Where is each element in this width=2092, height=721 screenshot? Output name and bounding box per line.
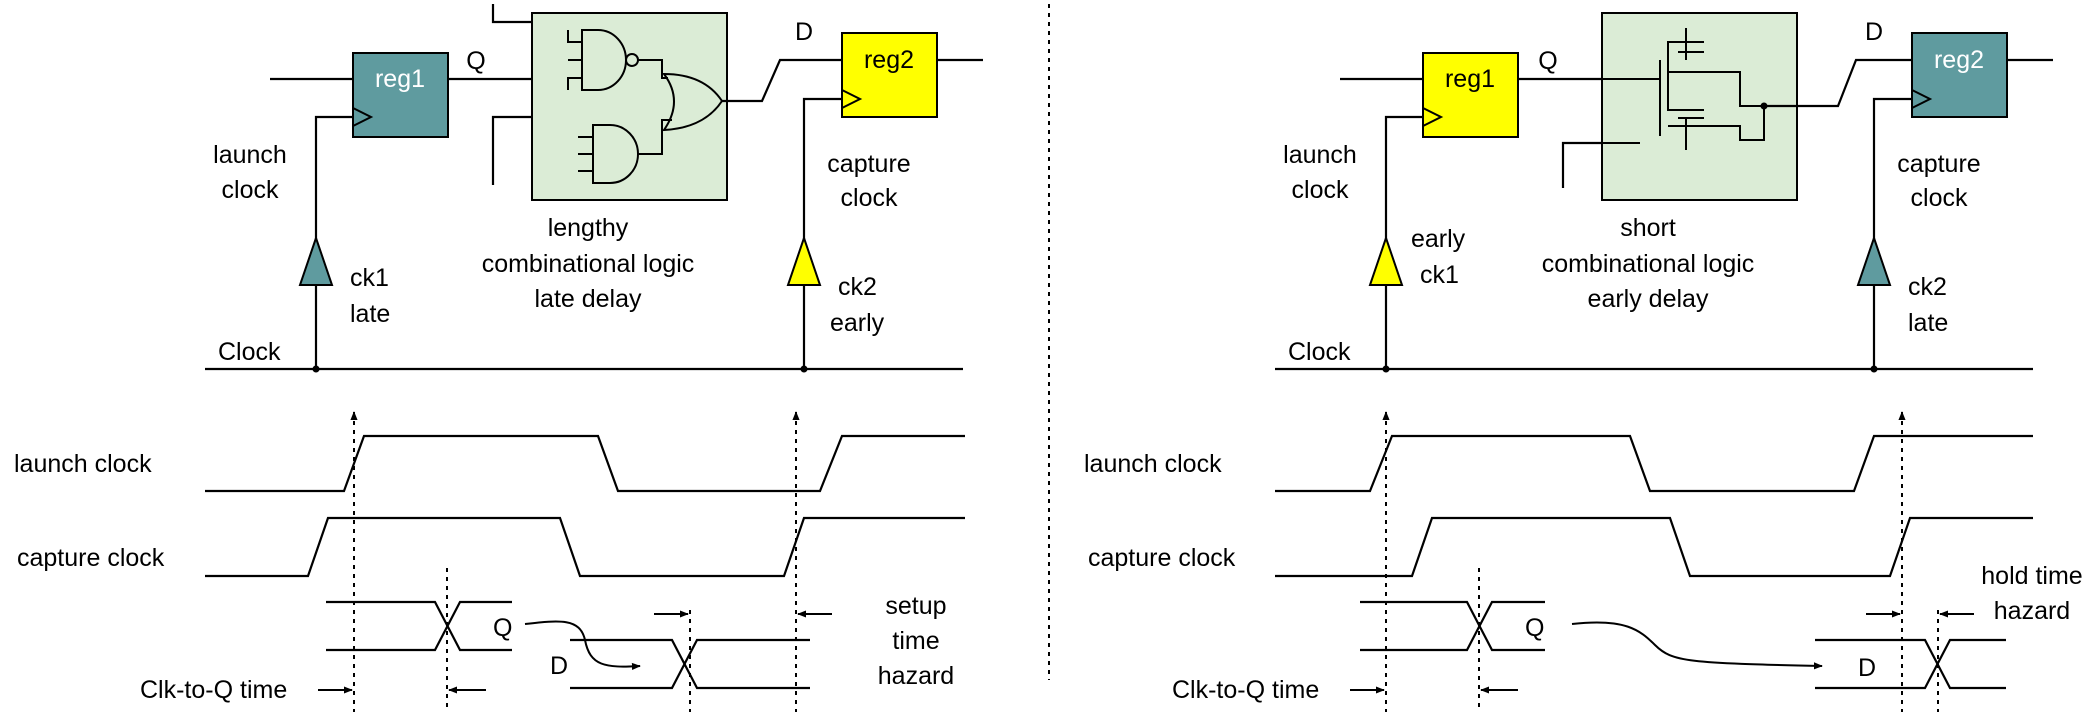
ck2-label: ck2: [838, 273, 877, 301]
ck2-buffer-icon-right: [1856, 234, 1892, 286]
clk-to-q-label: Clk-to-Q time: [140, 676, 287, 704]
logic-label-2: combinational logic: [482, 250, 695, 278]
transistor-network-icon: [1602, 28, 1765, 150]
ck1-early-label-right: early: [1411, 225, 1466, 253]
ck1-buffer-icon: [298, 234, 334, 286]
reg1-label-right: reg1: [1445, 65, 1495, 93]
launch-clock-label-2: clock: [222, 176, 279, 204]
logic-label-1: lengthy: [548, 214, 629, 242]
reg2-clock-pin-icon: [841, 89, 863, 109]
logic-label-3-right: early delay: [1588, 285, 1709, 313]
clock-label: Clock: [218, 338, 281, 366]
reg2-label: reg2: [864, 46, 914, 74]
logic-input-stub-right: [1561, 141, 1602, 188]
d-label-right: D: [1865, 18, 1883, 46]
setup-hazard-label-1: setup: [885, 592, 946, 620]
logic-label-2-right: combinational logic: [1542, 250, 1755, 278]
ck2-early-label: early: [830, 309, 885, 337]
wave-d-label: D: [550, 652, 568, 680]
logic-block: [531, 12, 728, 201]
q-label-right: Q: [1538, 47, 1557, 75]
logic-label-3: late delay: [534, 285, 642, 313]
launch-clock-label-1: launch: [213, 141, 287, 169]
clk-to-q-label-right: Clk-to-Q time: [1172, 676, 1319, 704]
launch-clock-label-1-right: launch: [1283, 141, 1357, 169]
logic-label-1-right: short: [1620, 214, 1676, 242]
launch-clock-waveform: [205, 434, 965, 493]
hold-hazard-label-1: hold time: [1981, 562, 2082, 590]
q-data-transition-high-right: [1360, 600, 1545, 652]
logic-input-stub-top: [491, 4, 532, 24]
ck1-label: ck1: [350, 264, 389, 292]
launch-clock-wire: [314, 115, 353, 369]
wave-q-label: Q: [493, 614, 512, 642]
d-label: D: [795, 18, 813, 46]
or-gate-icon: [662, 72, 724, 132]
q-label: Q: [466, 47, 485, 75]
reg1-label: reg1: [375, 65, 425, 93]
wave-launch-clock-label: launch clock: [14, 450, 152, 478]
reg1-clock-pin-icon-right: [1422, 107, 1444, 127]
q-data-transition-low-right: [1360, 600, 1545, 652]
ck1-label-right: ck1: [1420, 261, 1459, 289]
d-data-transition-high-right: [1815, 638, 2006, 690]
nand-gate-icon: [567, 29, 668, 91]
hold-hazard-label-2: hazard: [1994, 597, 2070, 625]
reg2-box: [841, 32, 938, 118]
d-data-transition-low: [570, 638, 810, 690]
ck1-buffer-icon-right: [1368, 234, 1404, 286]
launch-clock-label-2-right: clock: [1292, 176, 1349, 204]
setup-hazard-label-2: time: [892, 627, 939, 655]
ck2-late-label-right: late: [1908, 309, 1948, 337]
d-wire-right: [1764, 58, 1912, 108]
wave-capture-clock-label-right: capture clock: [1088, 544, 1236, 572]
setup-hazard-label-3: hazard: [878, 662, 954, 690]
left-panel-setup-hazard: reg1 Q D: [14, 4, 983, 712]
capture-clock-waveform: [205, 516, 965, 578]
ck2-label-right: ck2: [1908, 273, 1947, 301]
launch-clock-waveform-right: [1275, 434, 2033, 493]
capture-clock-wire-right: [1872, 97, 1912, 369]
right-panel-hold-hazard: reg1 Q D reg2 Clock: [1084, 12, 2083, 712]
reg2-clock-pin-icon-right: [1911, 89, 1933, 109]
reg1-box: [352, 52, 449, 138]
wave-launch-clock-label-right: launch clock: [1084, 450, 1222, 478]
capture-clock-label-2-right: clock: [1911, 184, 1968, 212]
reg2-box-right: [1911, 32, 2008, 118]
ck1-late-label: late: [350, 300, 390, 328]
capture-clock-label-1: capture: [827, 150, 910, 178]
q-data-transition-high: [326, 600, 512, 652]
reg1-box-right: [1422, 52, 1519, 138]
capture-clock-label-1-right: capture: [1897, 150, 1980, 178]
reg2-label-right: reg2: [1934, 46, 1984, 74]
capture-clock-label-2: clock: [841, 184, 898, 212]
reg1-clock-pin-icon: [352, 107, 374, 127]
d-data-transition-low-right: [1815, 638, 2006, 690]
propagation-arrow-right: [1571, 621, 1823, 670]
clock-label-right: Clock: [1288, 338, 1351, 366]
wave-d-label-right: D: [1858, 654, 1876, 682]
propagation-arrow: [524, 620, 641, 671]
logic-input-stub-bottom: [491, 115, 532, 185]
and-gate-icon: [578, 119, 672, 184]
wave-q-label-right: Q: [1525, 614, 1544, 642]
d-wire: [722, 58, 842, 103]
q-data-transition-low: [326, 600, 512, 652]
ck2-buffer-icon: [786, 234, 822, 286]
wave-capture-clock-label: capture clock: [17, 544, 165, 572]
capture-clock-waveform-right: [1275, 516, 2033, 578]
